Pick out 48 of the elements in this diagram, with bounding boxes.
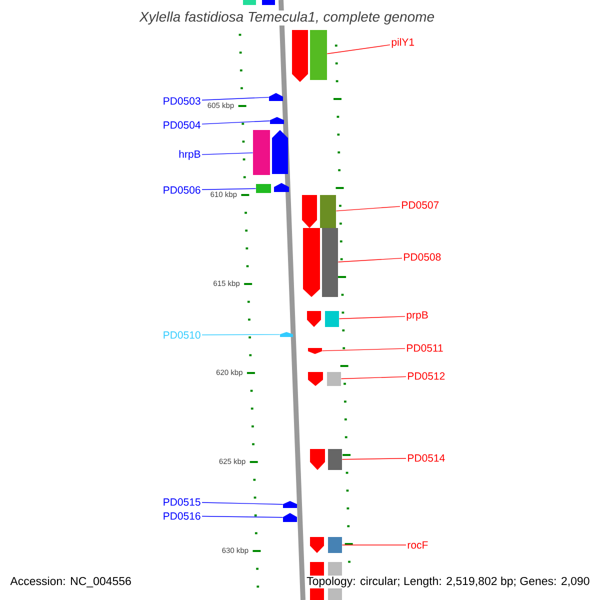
gene-bar (325, 311, 339, 327)
gene-bar (322, 228, 338, 297)
gene-label: PD0515 (164, 498, 200, 506)
gene-label: rocF (408, 541, 428, 549)
gene-bar (320, 195, 336, 228)
leader-line (202, 516, 284, 518)
gene-bar (328, 449, 342, 470)
gene-label: PD0504 (164, 121, 200, 129)
gene-label: PD0512 (408, 372, 445, 380)
leader-line (202, 96, 270, 100)
leader-line (202, 120, 270, 124)
leader-line (342, 544, 406, 546)
gene-block (280, 332, 293, 337)
gene-bar (328, 537, 342, 553)
gene-label: PD0514 (408, 454, 445, 462)
gene-block (283, 501, 297, 508)
leader-line (342, 458, 406, 460)
footer-text: Accession: NC_004556 (10, 576, 131, 588)
gene-block (283, 513, 297, 522)
gene-label: PD0510 (164, 331, 200, 339)
leader-line (338, 316, 406, 320)
gene-bar (327, 372, 341, 386)
leader-line (336, 206, 400, 212)
leader-line (202, 502, 284, 505)
gene-block (269, 93, 283, 101)
footer-text: Topology: circular; Length: 2,519,802 bp; Genes: 2,090 (306, 576, 591, 588)
leader-line (202, 334, 280, 336)
gene-label: PD0511 (407, 344, 443, 352)
leader-line (326, 44, 390, 54)
leader-line (202, 152, 254, 155)
gene-label: PD0508 (404, 253, 441, 261)
leader-line (340, 376, 406, 380)
gene-bar (253, 130, 270, 175)
title: Xylella fastidiosa Temecula1, complete genome (138, 10, 436, 26)
gene-block (308, 348, 322, 354)
gene-label: pilY1 (392, 38, 414, 48)
gene-label: PD0503 (164, 97, 200, 105)
gene-bar (256, 184, 271, 193)
gene-label: hrpB (179, 150, 200, 160)
leader-line (338, 258, 402, 262)
gene-label: PD0506 (164, 186, 200, 194)
gene-label: PD0516 (164, 512, 200, 520)
gene-block (270, 117, 284, 124)
leader-line (322, 348, 406, 352)
gene-label: prpB (406, 311, 428, 321)
leader-line (202, 188, 256, 190)
gene-label: PD0507 (402, 201, 439, 209)
gene-bar (310, 30, 327, 80)
